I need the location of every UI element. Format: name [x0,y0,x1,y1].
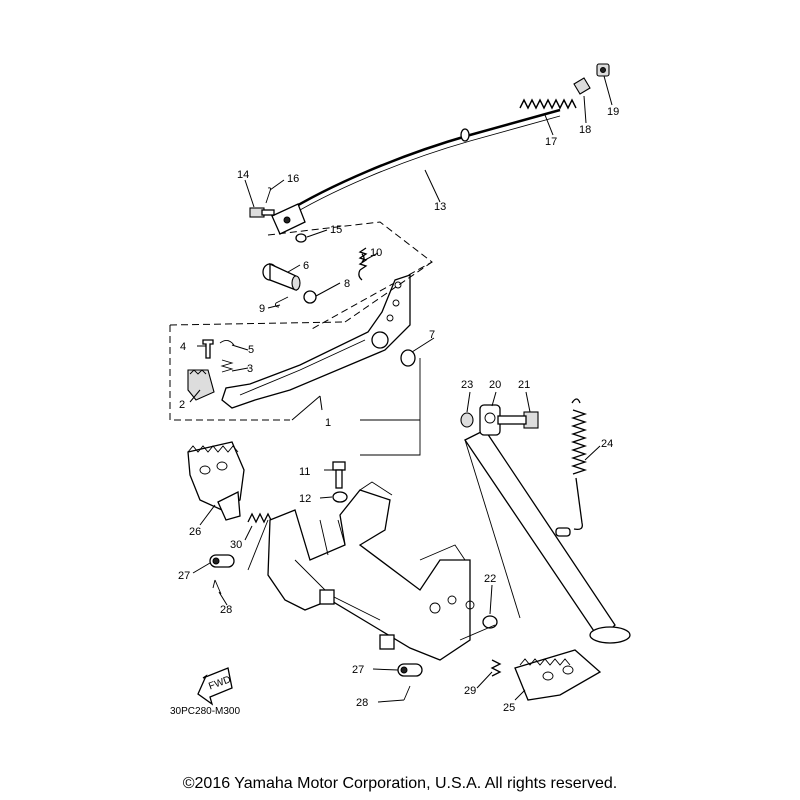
callout-28-right: 28 [356,697,368,709]
copyright-notice: ©2016 Yamaha Motor Corporation, U.S.A. A… [182,775,618,792]
callout-15: 15 [330,224,342,236]
pedal-tip [187,369,215,401]
stand-pin [555,527,571,537]
pin-27-right [397,663,423,677]
brake-rod [271,108,561,235]
spring-29 [490,659,502,677]
callout-9: 9 [259,303,265,315]
cotter-28-left [212,579,222,595]
callout-23: 23 [461,379,473,391]
spring-30 [247,512,273,524]
tip-clip [219,340,235,346]
washer-8 [303,290,317,304]
cotter-pin [265,187,272,204]
callout-25: 25 [503,702,515,714]
callout-18: 18 [579,124,591,136]
joint-pin [596,63,610,77]
callout-5: 5 [248,344,254,356]
footrest-left [187,441,245,521]
tip-spring [220,359,234,373]
callout-11: 11 [299,466,310,478]
adjusting-nut [573,77,591,95]
brake-pedal [221,274,411,409]
washer-12 [332,491,348,503]
callout-13: 13 [434,201,446,213]
callout-27-right: 27 [352,664,364,676]
callout-6: 6 [303,260,309,272]
callout-7: 7 [429,329,435,341]
callout-12: 12 [299,493,311,505]
callout-leaders [189,75,613,703]
callout-4: 4 [180,341,186,353]
collar [400,349,416,367]
callout-17: 17 [545,136,557,148]
washer-15 [295,233,307,243]
washer-22 [482,615,498,629]
sidestand-spring [570,398,588,531]
tip-pin [202,339,214,359]
callout-28-left: 28 [220,604,232,616]
sidestand-bolt [497,411,539,429]
bolt-11 [332,461,346,489]
callout-19: 19 [607,106,619,118]
callout-16: 16 [287,173,299,185]
callout-3: 3 [247,363,253,375]
rod-spring [519,98,577,110]
callout-30: 30 [230,539,242,551]
footrest-right [514,649,602,701]
sidestand [464,404,631,644]
pin-bolt [249,207,275,218]
callout-22: 22 [484,573,496,585]
callout-14: 14 [237,169,249,181]
frame-bracket [267,481,475,661]
callout-29: 29 [464,685,476,697]
callout-8: 8 [344,278,350,290]
callout-10: 10 [370,247,382,259]
callouts: 1 2 3 4 5 6 7 8 9 10 11 12 13 14 15 16 1… [178,106,619,714]
fwd-arrow-icon: FWD [197,667,233,706]
diagram-code: 30PC280-M300 [170,706,240,717]
pivot-shaft [262,262,301,291]
callout-20: 20 [489,379,501,391]
nut-23 [460,412,474,428]
callout-26: 26 [189,526,201,538]
callout-21: 21 [518,379,530,391]
callout-27-left: 27 [178,570,190,582]
pin-27-left [209,554,235,568]
callout-1: 1 [325,417,331,429]
callout-2: 2 [179,399,185,411]
callout-24: 24 [601,438,613,450]
return-spring [358,247,368,281]
cotter-28-right [403,685,411,701]
